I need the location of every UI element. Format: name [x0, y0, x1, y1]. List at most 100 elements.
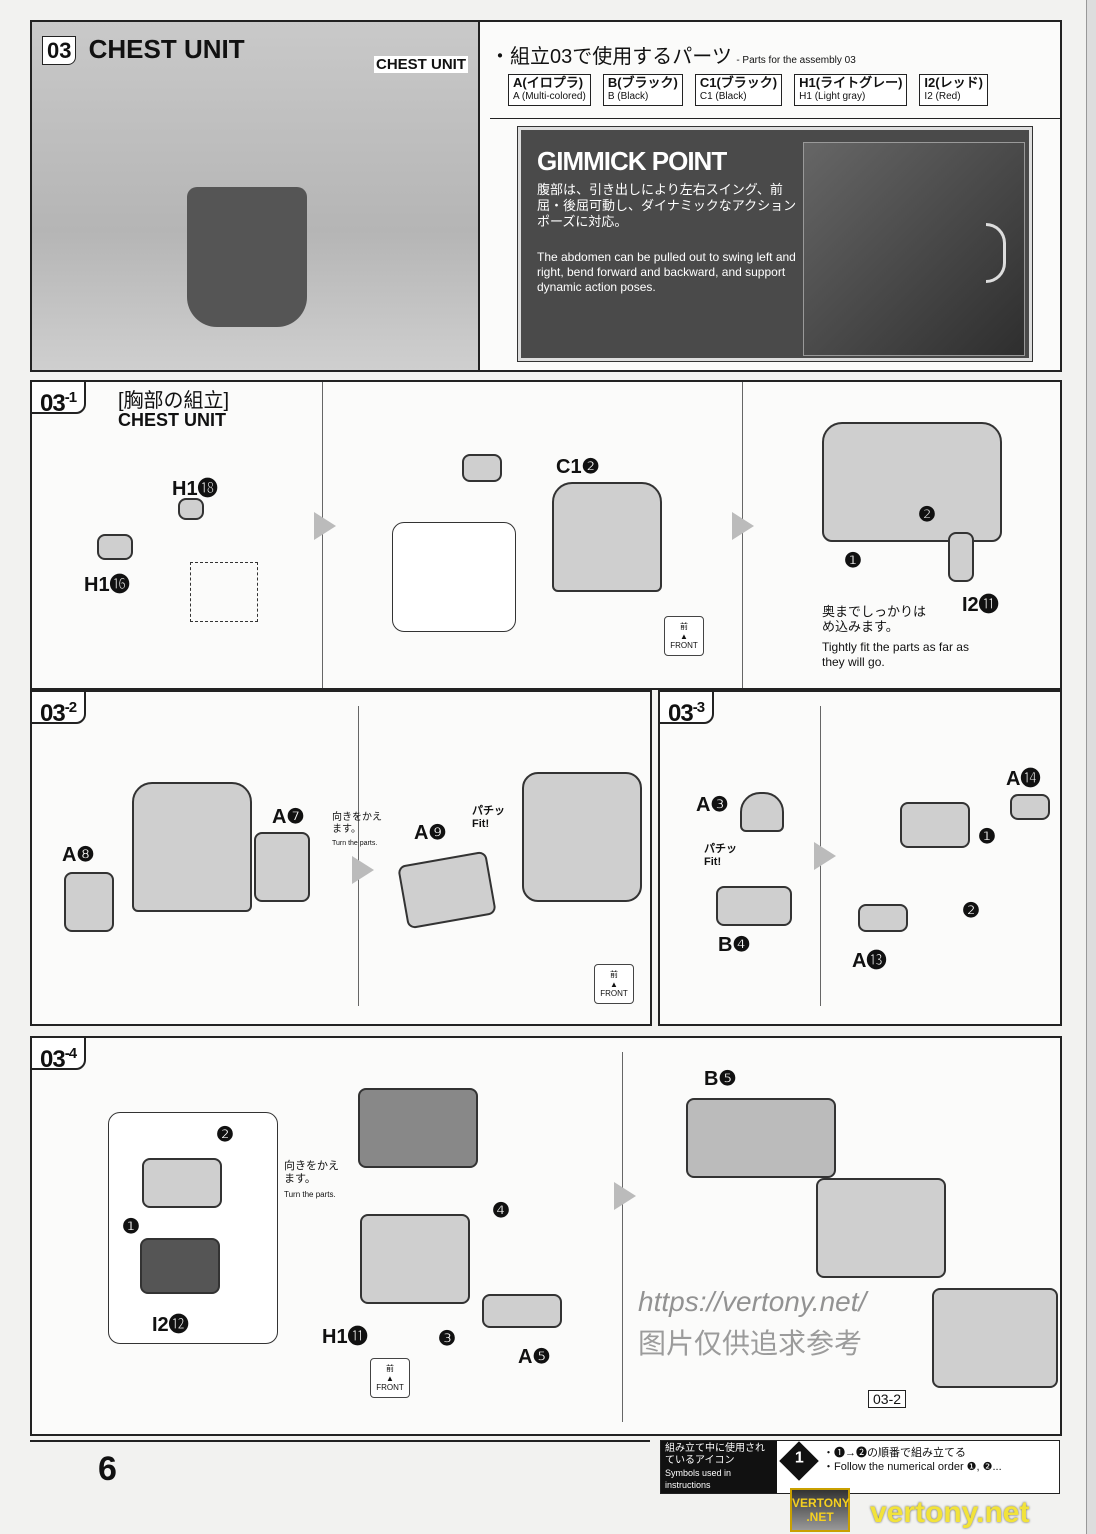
- chest-photo: 03 CHEST UNIT CHEST UNIT: [32, 22, 480, 370]
- part-a8: [64, 872, 114, 932]
- step-num-2: ❷: [962, 900, 980, 922]
- next-arrow-icon: [614, 1182, 636, 1210]
- part-i2-11: [948, 532, 974, 582]
- part-small: [462, 454, 502, 482]
- fit-note-en: Tightly fit the parts as far as they wil…: [822, 640, 969, 669]
- label-a3: A❸: [696, 794, 729, 816]
- fit-label: パチッ Fit!: [704, 843, 737, 868]
- part-h1-18: [178, 498, 204, 520]
- label-i2-11: I2⓫: [962, 594, 999, 616]
- part-i2-12: [140, 1238, 220, 1294]
- gimmick-point-box: GIMMICK POINT 腹部は、引き出しにより左右スイング、前屈・後屈可動し…: [517, 126, 1033, 362]
- label-c1-2: C1❷: [556, 456, 600, 478]
- part-c1: C1(ブラック)C1 (Black): [694, 74, 783, 106]
- label-h1-18: H1⓲: [172, 478, 218, 500]
- step-tag: 03-4: [30, 1036, 87, 1073]
- gimmick-photo: [803, 142, 1025, 356]
- step-03-2: 03-2 A❽ A❼ 向きをかえます。 Turn the parts. A❾ パ…: [30, 690, 652, 1026]
- fit-label: パチッ Fit!: [472, 805, 505, 830]
- parts-list: A(イロプラ)A (Multi-colored) B(ブラック)B (Black…: [508, 74, 988, 106]
- label-a14: A⓮: [1006, 768, 1041, 790]
- part-a14: [1010, 794, 1050, 820]
- section-number: 03: [42, 36, 77, 65]
- step-title-jp: [胸部の組立]: [118, 390, 230, 412]
- step-num-1: ❶: [978, 826, 996, 848]
- part-b: B(ブラック)B (Black): [602, 74, 683, 106]
- swing-arrow-icon: [986, 223, 1006, 283]
- chest-assembly: [822, 422, 1002, 542]
- legend-en: Symbols used in instructions: [665, 1468, 732, 1490]
- page-edge: [1086, 0, 1096, 1534]
- label-b5: B❺: [704, 1068, 737, 1090]
- gimmick-text-en: The abdomen can be pulled out to swing l…: [537, 250, 796, 294]
- part-h1-16: [97, 534, 133, 560]
- step-tag: 03-3: [658, 690, 715, 727]
- sub-assembly: [900, 802, 970, 848]
- parts-heading-en: - Parts for the assembly 03: [736, 55, 856, 66]
- front-icon: 前▲FRONT: [664, 616, 704, 656]
- chest-assembly: [358, 1088, 478, 1168]
- chest-rear: [522, 772, 642, 902]
- next-arrow-icon: [352, 856, 374, 884]
- gimmick-title: GIMMICK POINT: [537, 146, 727, 176]
- step-num-3: ❸: [438, 1328, 456, 1350]
- chest-assembly-final: [816, 1178, 946, 1278]
- front-icon: 前▲FRONT: [370, 1358, 410, 1398]
- next-arrow-icon: [814, 842, 836, 870]
- watermark-url: https://vertony.net/: [638, 1286, 867, 1317]
- turn-note-jp: 向きをかえます。: [284, 1160, 339, 1185]
- part-a5: [482, 1294, 562, 1328]
- section-title: CHEST UNIT: [88, 34, 245, 64]
- symbol-legend: 組み立て中に使用されているアイコン Symbols used in instru…: [660, 1440, 1060, 1494]
- turn-note-en: Turn the parts.: [284, 1190, 336, 1199]
- chest-assembly-03-2: [932, 1288, 1058, 1388]
- label-a5: A❺: [518, 1346, 551, 1368]
- part-a13: [858, 904, 908, 932]
- sub-assembly: [142, 1158, 222, 1208]
- next-arrow-icon: [732, 512, 754, 540]
- step-tag: 03-1: [30, 380, 87, 417]
- step-03-4: 03-4 I2⓬ ❶ ❷ 向きをかえます。 Turn the parts. H1…: [30, 1036, 1062, 1436]
- label-a13: A⓭: [852, 950, 887, 972]
- turn-note-en: Turn the parts.: [332, 840, 378, 847]
- part-a3: [740, 792, 784, 832]
- page-number: 6: [98, 1450, 117, 1488]
- legend-rule-jp: ・❶→❷の順番で組み立てる: [823, 1447, 966, 1459]
- chest-inner: [360, 1214, 470, 1304]
- label-h1-11: H1⓫: [322, 1326, 368, 1348]
- part-a7: [254, 832, 310, 902]
- chest-center: [132, 782, 252, 912]
- parts-heading: ・組立03で使用するパーツ: [490, 46, 732, 68]
- next-arrow-icon: [314, 512, 336, 540]
- footer-rule: [30, 1440, 650, 1442]
- part-a: A(イロプラ)A (Multi-colored): [508, 74, 591, 106]
- section-03-header: 03 CHEST UNIT CHEST UNIT ・組立03で使用するパーツ -…: [30, 20, 1062, 372]
- chest-highlight: [187, 187, 307, 327]
- label-b4: B❹: [718, 934, 751, 956]
- front-icon: 前▲FRONT: [594, 964, 634, 1004]
- part-b4: [716, 886, 792, 926]
- step-title: CHEST UNIT: [118, 410, 226, 430]
- detail-bubble: [108, 1112, 278, 1344]
- watermark-site: vertony.net: [870, 1496, 1030, 1529]
- step-num-1: ❶: [844, 550, 862, 572]
- step-tag: 03-2: [30, 690, 87, 727]
- step-num-2: ❷: [918, 504, 936, 526]
- legend-rule-en: ・Follow the numerical order ❶, ❷...: [823, 1461, 1002, 1473]
- label-a9: A❾: [414, 822, 447, 844]
- part-a9: [397, 850, 497, 930]
- step-num-1: ❶: [122, 1216, 140, 1238]
- photo-label: CHEST UNIT: [374, 56, 468, 73]
- label-a7: A❼: [272, 806, 305, 828]
- ref-03-2: 03-2: [868, 1390, 907, 1408]
- step-num-2: ❷: [216, 1124, 234, 1146]
- part-i2: I2(レッド)I2 (Red): [919, 74, 988, 106]
- part-b5: [686, 1098, 836, 1178]
- label-a8: A❽: [62, 844, 95, 866]
- step-03-3: 03-3 A❸ パチッ Fit! B❹ A⓮ A⓭ ❶ ❷: [658, 690, 1062, 1026]
- fit-note-jp: 奥までしっかりはめ込みます。: [822, 604, 927, 634]
- watermark-badge: VERTONY .NET: [790, 1488, 850, 1532]
- part-c1-2: [552, 482, 662, 592]
- part-h1: H1(ライトグレー)H1 (Light gray): [794, 74, 908, 106]
- label-i2-12: I2⓬: [152, 1314, 189, 1336]
